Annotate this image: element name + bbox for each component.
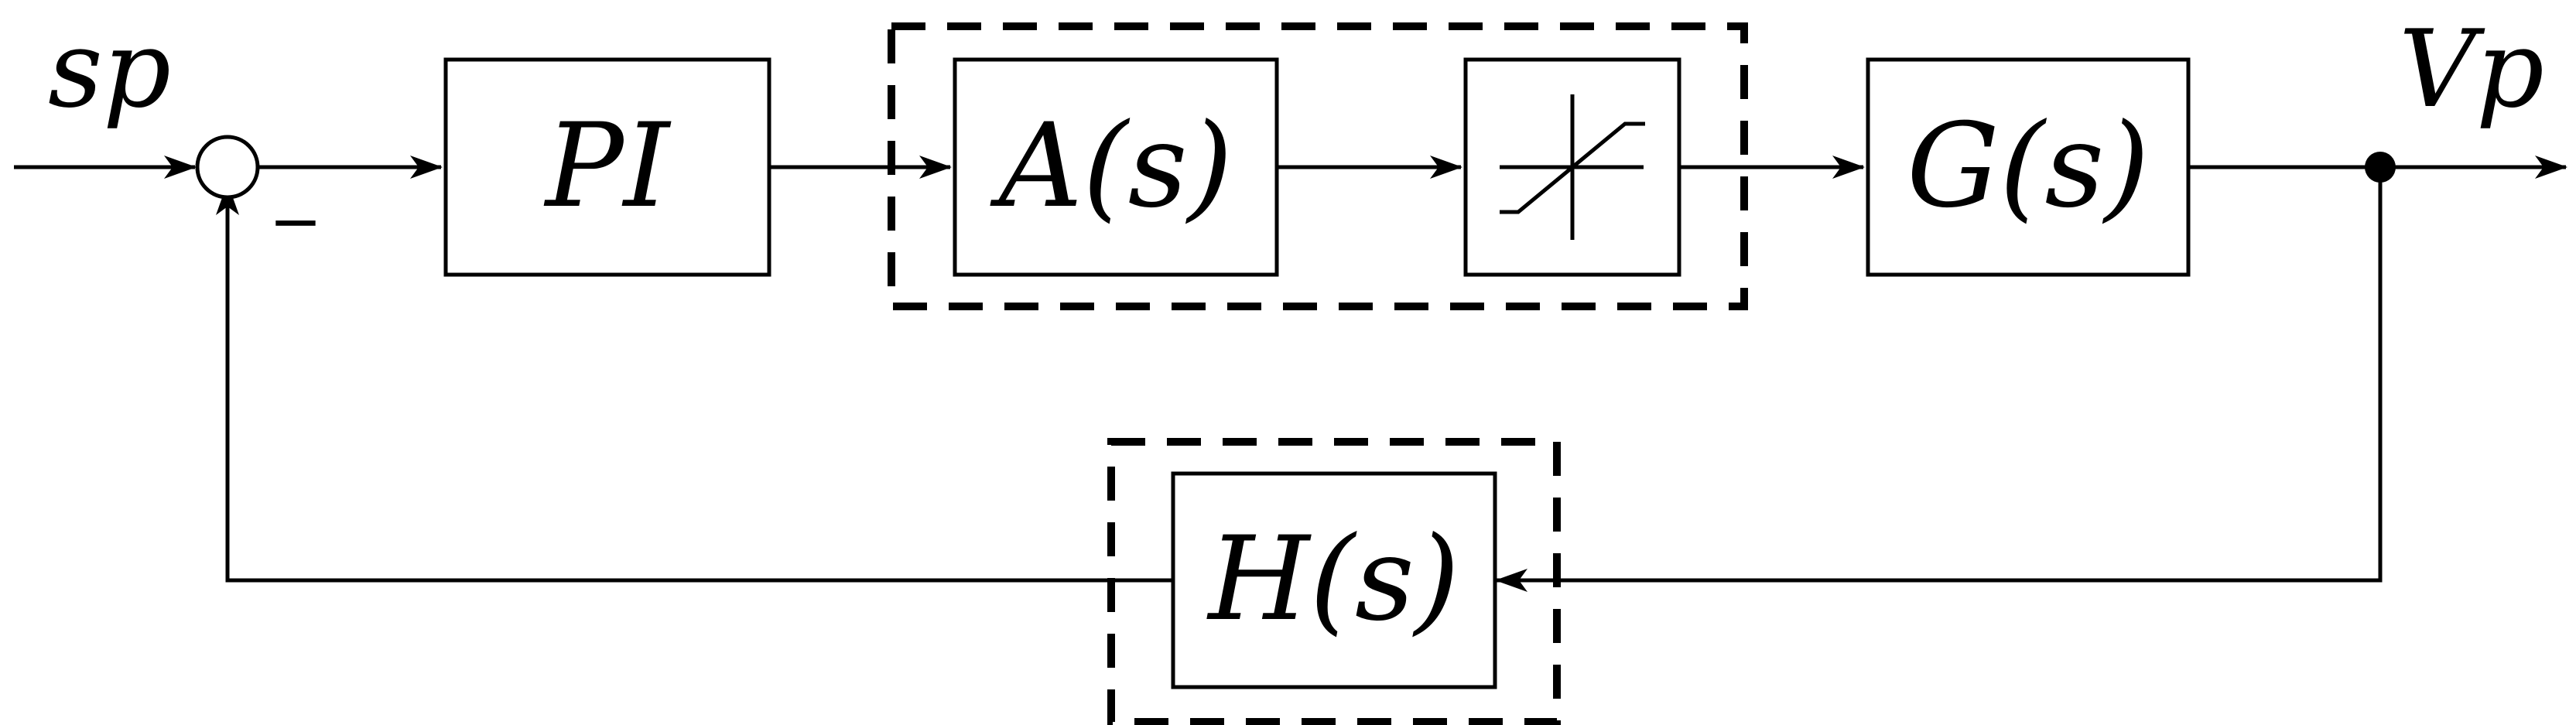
input-signal-label: sp (48, 7, 171, 132)
plant-block (1866, 57, 2191, 277)
feedback-to-sensor-line (1495, 167, 2383, 592)
pi-block-label: PI (543, 99, 672, 234)
summing-junction (195, 135, 260, 200)
plant-block-label: G(s) (1907, 99, 2150, 234)
saturation-curve (1500, 121, 1645, 214)
sensor-block (1171, 471, 1497, 689)
pi-block (443, 57, 771, 277)
sensor-to-summing-line (216, 183, 1173, 583)
branch-point (2365, 152, 2396, 183)
actuator-block-label: A(s) (990, 99, 1233, 234)
saturation-nonlinearity-icon (1500, 94, 1645, 240)
signal-lines (14, 156, 2567, 592)
summing-minus-sign: − (269, 185, 323, 258)
sensor-block-label: H(s) (1206, 512, 1460, 647)
output-signal-label: Vp (2399, 7, 2544, 132)
actuator-block (953, 57, 1279, 277)
